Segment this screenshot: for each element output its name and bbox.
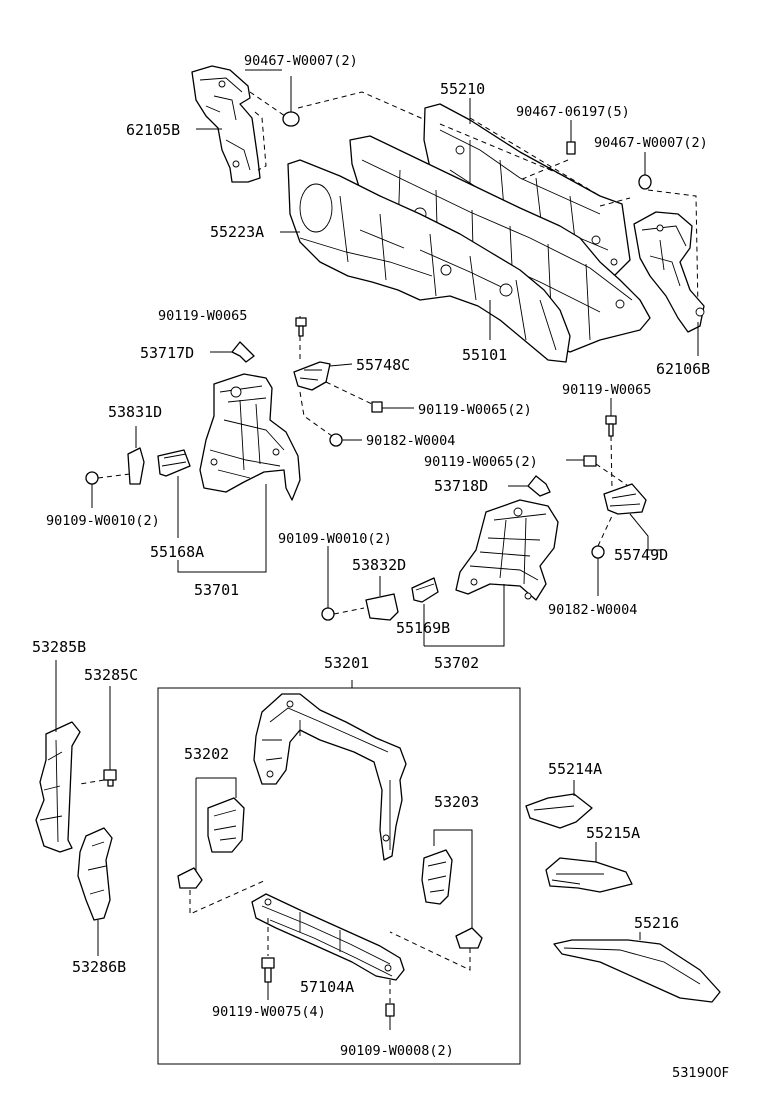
label-90119-w0065-c: 90119-W0065(2) [418,402,532,418]
label-53285c: 53285C [84,666,138,684]
bolt-90109-w0008 [385,980,395,1030]
part-53702 [455,499,559,601]
label-55748c: 55748C [356,356,410,374]
part-53831d [127,426,145,485]
part-55223a [287,159,571,363]
part-53201-upper-support [253,693,407,861]
bolt-90119-w0075 [261,918,275,1000]
part-53832d [365,576,399,621]
bolt-90119-w0065-d [566,455,597,467]
label-53831d: 53831D [108,403,162,421]
label-90119-w0065-d: 90119-W0065(2) [424,454,538,470]
part-62106b [633,211,705,333]
label-90467-w0007-left: 90467-W0007(2) [244,53,358,69]
clip-53285c [79,686,117,787]
clip-53718d [508,475,551,497]
part-55748c [293,361,331,391]
label-53718d: 53718D [434,477,488,495]
part-53202 [177,777,267,915]
label-55749d: 55749D [614,546,668,564]
part-55214a [525,780,593,829]
part-53203 [389,829,483,971]
bolt-90109-w0010-b [321,546,365,621]
label-90119-w0065-a: 90119-W0065 [158,308,247,324]
label-90119-w0075: 90119-W0075(4) [212,1004,326,1020]
label-55101: 55101 [462,346,507,364]
label-53201: 53201 [324,654,369,672]
part-55169b [411,577,439,646]
label-62106b: 62106B [656,360,710,378]
label-90467-06197: 90467-06197(5) [516,104,630,120]
label-55215a: 55215A [586,824,640,842]
label-90109-w0010-b: 90109-W0010(2) [278,531,392,547]
label-90182-w0004-b: 90182-W0004 [548,602,637,618]
part-55215a [545,842,633,893]
label-53701: 53701 [194,581,239,599]
label-57104a: 57104A [300,978,354,996]
part-55749d [603,483,660,551]
label-90467-w0007-right: 90467-W0007(2) [594,135,708,151]
clip-90467-06197 [566,120,576,155]
bolt-90119-w0065-b [605,415,617,437]
bolt-90109-w0010-a [85,471,131,508]
clip-53717d [210,341,255,363]
label-53202: 53202 [184,745,229,763]
clip-90467-w0007-left [282,76,300,127]
label-55214a: 55214A [548,760,602,778]
label-55223a: 55223A [210,223,264,241]
label-55169b: 55169B [396,619,450,637]
assembly-box-53201 [157,680,521,1065]
diagram-code: 531900F [672,1066,729,1081]
nut-90182-w0004-a [329,433,362,447]
label-53702: 53702 [434,654,479,672]
label-53203: 53203 [434,793,479,811]
part-57104a [251,893,405,981]
part-55168a [157,449,191,538]
bolt-90119-w0065-a [295,317,307,337]
part-53285b [35,660,81,853]
label-53285b: 53285B [32,638,86,656]
part-53286b [77,827,113,956]
label-90109-w0008: 90109-W0008(2) [340,1043,454,1059]
label-90182-w0004-a: 90182-W0004 [366,433,455,449]
nut-90182-w0004-b [591,545,605,596]
part-53701 [199,373,301,501]
part-55216 [553,932,721,1003]
label-53717d: 53717D [140,344,194,362]
label-53286b: 53286B [72,958,126,976]
label-55168a: 55168A [150,543,204,561]
label-55216: 55216 [634,914,679,932]
label-55210: 55210 [440,80,485,98]
clip-90467-w0007-right [638,152,652,190]
label-53832d: 53832D [352,556,406,574]
part-62105b [191,65,261,183]
bolt-90119-w0065-c [371,401,414,413]
label-90109-w0010-a: 90109-W0010(2) [46,513,160,529]
label-62105b: 62105B [126,121,180,139]
label-90119-w0065-b: 90119-W0065 [562,382,651,398]
